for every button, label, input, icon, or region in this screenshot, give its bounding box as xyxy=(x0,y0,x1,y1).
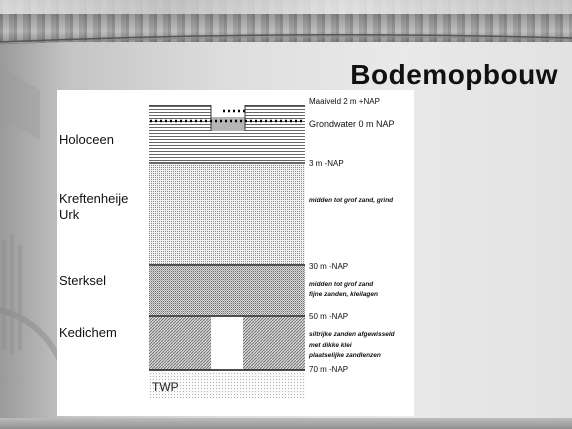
header-photo-strip xyxy=(0,0,572,42)
era-label-kreftenheije: Kreftenheije xyxy=(59,191,129,206)
background-ornament xyxy=(0,70,60,362)
slide-title: Bodemopbouw xyxy=(350,59,558,90)
sand-lens xyxy=(211,317,243,370)
level-50m: 50 m -NAP xyxy=(309,312,349,321)
era-label-urk: Urk xyxy=(59,207,80,222)
footer-band xyxy=(0,418,572,429)
layer-sterksel xyxy=(149,266,305,315)
layer-twp xyxy=(149,371,305,399)
desc-kedichem-3: plaatselijke zandlenzen xyxy=(309,352,381,359)
era-label-kedichem: Kedichem xyxy=(59,325,117,340)
desc-kreftenheije: midden tot grof zand, grind xyxy=(309,197,394,204)
desc-kedichem-2: met dikke klei xyxy=(309,342,352,349)
level-30m: 30 m -NAP xyxy=(309,262,349,271)
level-3m: 3 m -NAP xyxy=(309,159,344,168)
desc-sterksel-2: fijne zanden, kleilagen xyxy=(309,291,378,298)
strata-column xyxy=(149,105,305,399)
level-grondwater: Grondwater 0 m NAP xyxy=(309,119,395,129)
level-maaiveld: Maaiveld 2 m +NAP xyxy=(309,97,380,106)
soil-profile-panel: Holoceen Kreftenheije Urk Sterksel Kedic… xyxy=(57,90,414,416)
era-label-holoceen: Holoceen xyxy=(59,132,114,147)
desc-sterksel-1: midden tot grof zand xyxy=(309,281,374,288)
desc-kedichem-1: siltrijke zanden afgewisseld xyxy=(309,331,395,338)
header-curve xyxy=(0,34,572,45)
base-label-twp: TWP xyxy=(152,380,179,394)
level-70m: 70 m -NAP xyxy=(309,365,349,374)
era-label-sterksel: Sterksel xyxy=(59,273,106,288)
layer-kreftenheije-urk xyxy=(149,164,305,264)
ditch-water xyxy=(211,117,245,131)
